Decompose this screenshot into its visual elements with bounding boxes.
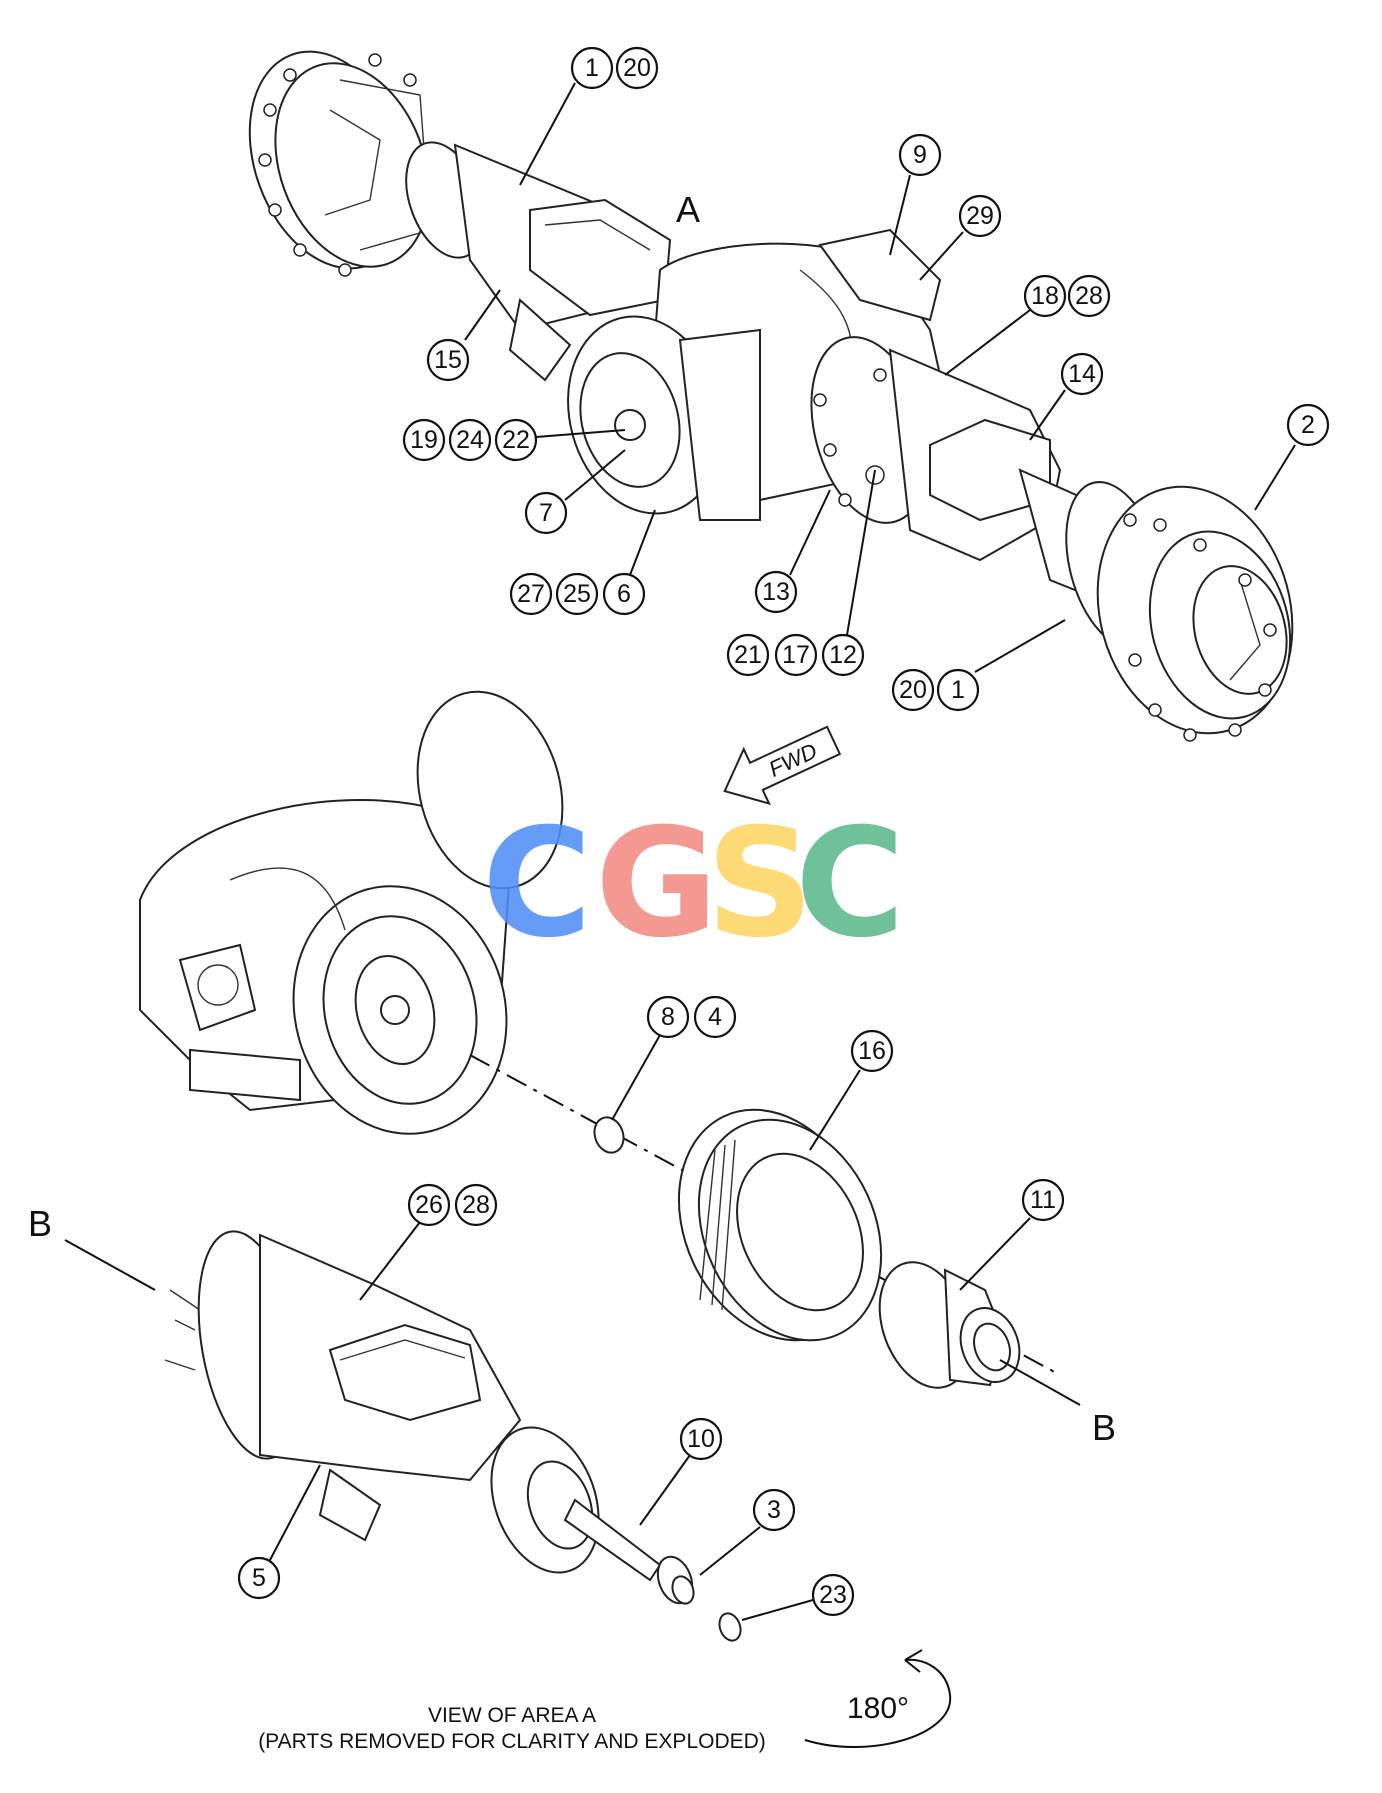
- callout-label: 23: [819, 1581, 847, 1609]
- right-wheel-hub: [1065, 481, 1294, 735]
- section-letter-b-right: B: [1092, 1407, 1116, 1448]
- callout-label: 1: [585, 54, 599, 82]
- callout-label: 25: [563, 580, 591, 608]
- left-wheel-hub: [248, 50, 431, 270]
- watermark-letter: S: [706, 797, 814, 971]
- callout-label: 27: [517, 580, 545, 608]
- brake-disc-pack: [677, 1108, 883, 1342]
- callout-label: 20: [899, 676, 927, 704]
- callout-label: 26: [415, 1191, 443, 1219]
- callout-label: 5: [252, 1564, 266, 1592]
- callout-label: 1: [951, 676, 965, 704]
- callout-group-5: 5: [237, 1464, 321, 1600]
- callout-group-8-4: 8 4: [611, 995, 737, 1121]
- flange-bolts: [258, 53, 1277, 742]
- callout-group-2: 2: [1254, 403, 1330, 511]
- axle-assembly-illustration: [248, 50, 1294, 742]
- callout-label: 17: [782, 641, 810, 669]
- left-axle-housing: [405, 141, 672, 382]
- callout-label: 9: [913, 141, 927, 169]
- area-letter-a: A: [676, 189, 700, 230]
- callout-label: 24: [456, 426, 484, 454]
- callout-label: 12: [829, 641, 857, 669]
- callout-label: 2: [1301, 411, 1315, 439]
- callout-label: 18: [1031, 282, 1059, 310]
- callout-label: 21: [734, 641, 762, 669]
- callout-group-3: 3: [699, 1488, 796, 1576]
- retaining-ring: [718, 1612, 742, 1642]
- callout-group-14: 14: [1029, 352, 1104, 441]
- callout-label: 8: [661, 1003, 675, 1031]
- differential-rear-view-illustration: [139, 690, 564, 1135]
- callout-group-23: 23: [741, 1573, 855, 1621]
- caption-line-2: (PARTS REMOVED FOR CLARITY AND EXPLODED): [258, 1730, 766, 1753]
- callout-group-1-20: 1 20: [519, 46, 659, 186]
- callout-label: 7: [539, 499, 553, 527]
- callout-label: 22: [502, 426, 530, 454]
- section-b-right: B: [999, 1359, 1116, 1448]
- callout-label: 20: [623, 54, 651, 82]
- callout-label: 11: [1030, 1186, 1056, 1214]
- callout-group-16: 16: [809, 1029, 894, 1151]
- watermark-letter: C: [795, 797, 905, 971]
- caption-line-1: VIEW OF AREA A: [428, 1704, 596, 1727]
- callout-label: 14: [1068, 360, 1096, 388]
- callout-group-11: 11: [959, 1178, 1065, 1291]
- callout-label: 10: [687, 1425, 715, 1453]
- ring-gear-hub: [878, 1261, 1021, 1389]
- callout-label: 19: [410, 426, 438, 454]
- parking-brake-disc: [567, 315, 761, 521]
- rotation-arrow: 180°: [804, 1649, 952, 1748]
- callout-group-26-28: 26 28: [359, 1183, 498, 1301]
- callout-group-9: 9: [889, 133, 942, 256]
- callout-group-20-1: 20 1: [891, 619, 1066, 712]
- callout-label: 16: [858, 1037, 886, 1065]
- callout-group-21-17-12: 21 17 12: [726, 469, 876, 677]
- callout-label: 4: [708, 1003, 722, 1031]
- callout-group-15: 15: [426, 289, 501, 382]
- callout-label: 28: [1075, 282, 1103, 310]
- rotation-label: 180°: [847, 1692, 909, 1725]
- caption: VIEW OF AREA A (PARTS REMOVED FOR CLARIT…: [258, 1704, 766, 1753]
- callout-label: 13: [762, 578, 790, 606]
- callout-group-29: 29: [919, 194, 1002, 281]
- callout-label: 28: [462, 1191, 490, 1219]
- callout-group-13: 13: [754, 489, 831, 614]
- right-axle-housing: [810, 336, 1112, 602]
- callout-label: 6: [617, 580, 631, 608]
- callout-label: 3: [767, 1496, 781, 1524]
- axle-tube-illustration: [164, 1230, 742, 1642]
- watermark: C G S C: [482, 797, 905, 971]
- callout-group-10: 10: [639, 1417, 723, 1526]
- callout-group-7: 7: [524, 449, 626, 535]
- callout-label: 15: [434, 346, 462, 374]
- callout-group-27-25-6: 27 25 6: [509, 509, 656, 616]
- section-b-left: B: [28, 1203, 156, 1291]
- thrust-washer: [593, 1116, 625, 1154]
- watermark-letter: C: [482, 797, 592, 971]
- watermark-letter: G: [595, 797, 718, 971]
- section-letter-b-left: B: [28, 1203, 52, 1244]
- callout-group-19-24-22: 19 24 22: [402, 418, 626, 462]
- callout-group-18-28: 18 28: [944, 274, 1111, 376]
- callout-label: 29: [966, 202, 994, 230]
